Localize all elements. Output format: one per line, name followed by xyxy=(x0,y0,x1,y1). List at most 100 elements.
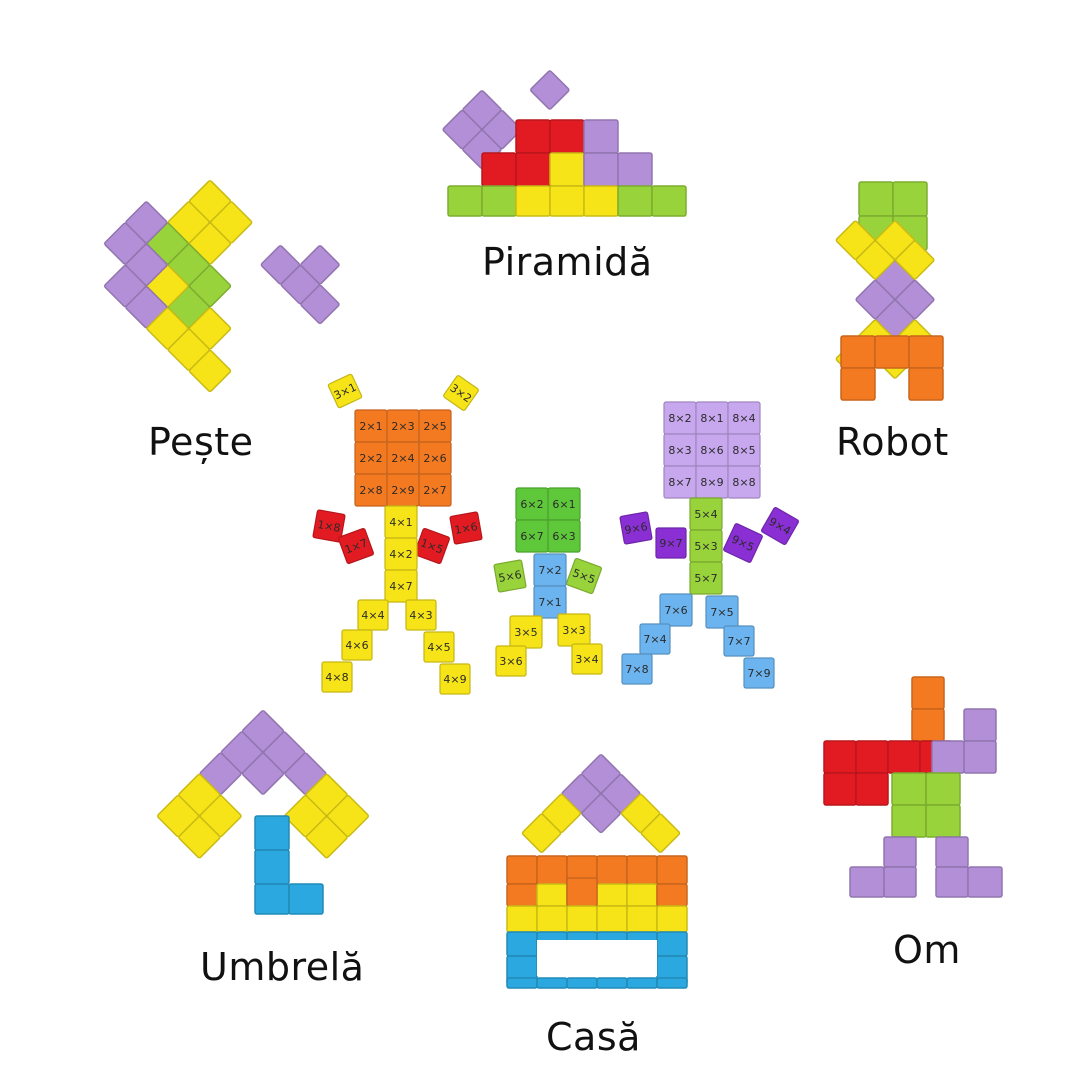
tile: 2×8 xyxy=(354,473,388,507)
tile: 1×7 xyxy=(338,528,374,564)
tile: 7×7 xyxy=(723,625,755,657)
block xyxy=(656,977,688,989)
tile: 4×4 xyxy=(357,599,389,631)
tile: 3×2 xyxy=(443,375,479,411)
block xyxy=(883,866,917,898)
block xyxy=(874,335,910,369)
house-opening xyxy=(537,940,657,976)
tile-label: 5×4 xyxy=(694,508,717,521)
house-shape xyxy=(506,754,688,989)
block xyxy=(640,813,681,853)
block xyxy=(935,866,969,898)
block xyxy=(823,740,857,774)
tile-face xyxy=(495,645,527,677)
block xyxy=(855,740,889,774)
tile: 9×7 xyxy=(655,527,687,559)
tile-label: 4×9 xyxy=(443,673,466,686)
block xyxy=(515,119,551,154)
tile-label: 6×1 xyxy=(552,498,575,511)
block xyxy=(925,804,961,838)
block xyxy=(178,816,221,859)
block xyxy=(656,883,688,907)
tile-label: 4×1 xyxy=(389,516,412,529)
block xyxy=(626,977,658,989)
tile-label: 8×2 xyxy=(668,412,691,425)
tile: 7×5 xyxy=(705,595,739,629)
tile-label: 8×3 xyxy=(668,444,691,457)
tile-label: 2×3 xyxy=(391,420,414,433)
block xyxy=(515,152,551,187)
fish-shape xyxy=(104,180,340,393)
block xyxy=(840,367,876,401)
tile: 1×8 xyxy=(312,509,346,543)
tile-face xyxy=(761,507,799,545)
tile: 8×8 xyxy=(727,465,761,499)
tile-label: 7×1 xyxy=(538,596,561,609)
block xyxy=(288,883,324,915)
tile: 2×2 xyxy=(354,441,388,475)
tile: 9×5 xyxy=(723,523,763,563)
tile-label: 7×5 xyxy=(710,606,733,619)
block xyxy=(536,977,568,989)
caption-om: Om xyxy=(893,928,961,972)
tile: 5×3 xyxy=(689,529,723,563)
tile: 2×5 xyxy=(418,409,452,443)
tile-label: 8×5 xyxy=(732,444,755,457)
tile-label: 2×6 xyxy=(423,452,446,465)
tile: 1×5 xyxy=(414,528,450,564)
tile-label: 4×3 xyxy=(409,609,432,622)
man-shape xyxy=(823,676,1003,898)
tile-label: 7×4 xyxy=(643,633,666,646)
block xyxy=(566,905,598,933)
tile-label: 8×7 xyxy=(668,476,691,489)
tile-face xyxy=(621,653,653,685)
block xyxy=(481,152,517,187)
tile: 3×5 xyxy=(509,615,543,649)
tile: 4×2 xyxy=(384,537,418,571)
block xyxy=(506,977,538,989)
block xyxy=(911,676,945,710)
block xyxy=(908,335,944,369)
block xyxy=(549,152,585,187)
tile: 9×4 xyxy=(761,507,799,545)
tile-face xyxy=(566,558,602,594)
block xyxy=(596,883,628,907)
tile-label: 5×7 xyxy=(694,572,717,585)
block xyxy=(935,836,969,868)
caption-peste: Pește xyxy=(148,420,254,464)
block xyxy=(967,866,1003,898)
block xyxy=(188,349,232,393)
block xyxy=(506,905,538,933)
block xyxy=(506,931,538,957)
tile-label: 2×5 xyxy=(423,420,446,433)
tile: 4×3 xyxy=(405,599,437,631)
tile-label: 3×4 xyxy=(575,653,598,666)
tile-label: 2×8 xyxy=(359,484,382,497)
block xyxy=(596,905,628,933)
tile-face xyxy=(357,599,389,631)
tile-label: 4×8 xyxy=(325,671,348,684)
tile-label: 1×6 xyxy=(454,520,479,537)
block xyxy=(895,240,935,280)
block xyxy=(656,905,688,933)
tile-label: 8×1 xyxy=(700,412,723,425)
tile-face xyxy=(533,585,567,619)
tile-face xyxy=(414,528,450,564)
tile: 4×7 xyxy=(384,569,418,603)
tile-face xyxy=(659,593,693,627)
tile-label: 4×2 xyxy=(389,548,412,561)
block xyxy=(656,931,688,957)
block xyxy=(911,708,945,742)
tile: 4×1 xyxy=(384,505,418,539)
block xyxy=(566,877,598,907)
block xyxy=(656,855,688,885)
block xyxy=(963,740,997,774)
caption-umbrela: Umbrelă xyxy=(200,945,365,989)
tile: 8×2 xyxy=(663,401,697,435)
block xyxy=(521,813,562,853)
block xyxy=(908,367,944,401)
block xyxy=(536,883,568,907)
tile: 6×1 xyxy=(547,487,581,521)
block xyxy=(891,804,927,838)
caption-casa: Casă xyxy=(546,1015,641,1059)
